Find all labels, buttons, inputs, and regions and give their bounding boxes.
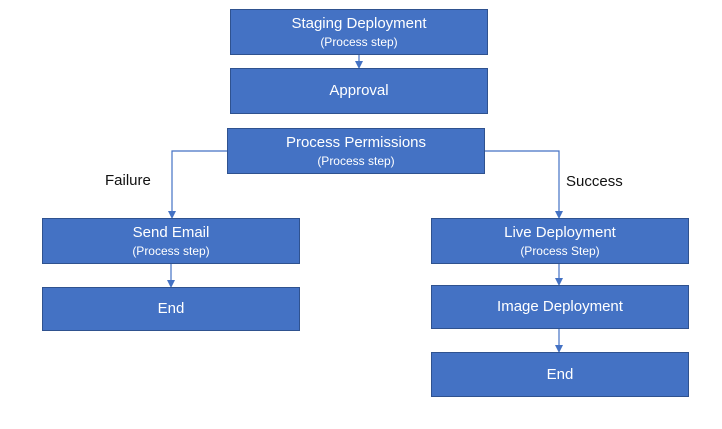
node-title: Image Deployment xyxy=(497,298,623,315)
node-subtitle: (Process step) xyxy=(132,243,210,258)
node-subtitle: (Process step) xyxy=(320,34,398,49)
node-image-deployment: Image Deployment xyxy=(431,285,689,329)
edge-permissions-send-email xyxy=(168,150,228,219)
node-approval: Approval xyxy=(230,68,488,114)
node-title: Approval xyxy=(329,82,389,99)
edge-label-success: Success xyxy=(566,173,623,190)
node-title: End xyxy=(157,300,185,317)
node-live-deployment: Live Deployment (Process Step) xyxy=(431,218,689,264)
node-subtitle: (Process step) xyxy=(317,153,395,168)
edge-label-failure: Failure xyxy=(105,172,151,189)
edge-permissions-live xyxy=(484,150,563,219)
node-process-permissions: Process Permissions (Process step) xyxy=(227,128,485,174)
node-subtitle: (Process Step) xyxy=(520,243,600,258)
node-title: Live Deployment xyxy=(504,223,616,241)
node-send-email: Send Email (Process step) xyxy=(42,218,300,264)
node-title: Send Email xyxy=(132,223,210,241)
node-end-right: End xyxy=(431,352,689,397)
node-title: End xyxy=(546,365,574,383)
node-title: Staging Deployment xyxy=(291,14,427,32)
node-end-left: End xyxy=(42,287,300,331)
node-staging-deployment: Staging Deployment (Process step) xyxy=(230,9,488,55)
node-title: Process Permissions xyxy=(285,133,427,151)
